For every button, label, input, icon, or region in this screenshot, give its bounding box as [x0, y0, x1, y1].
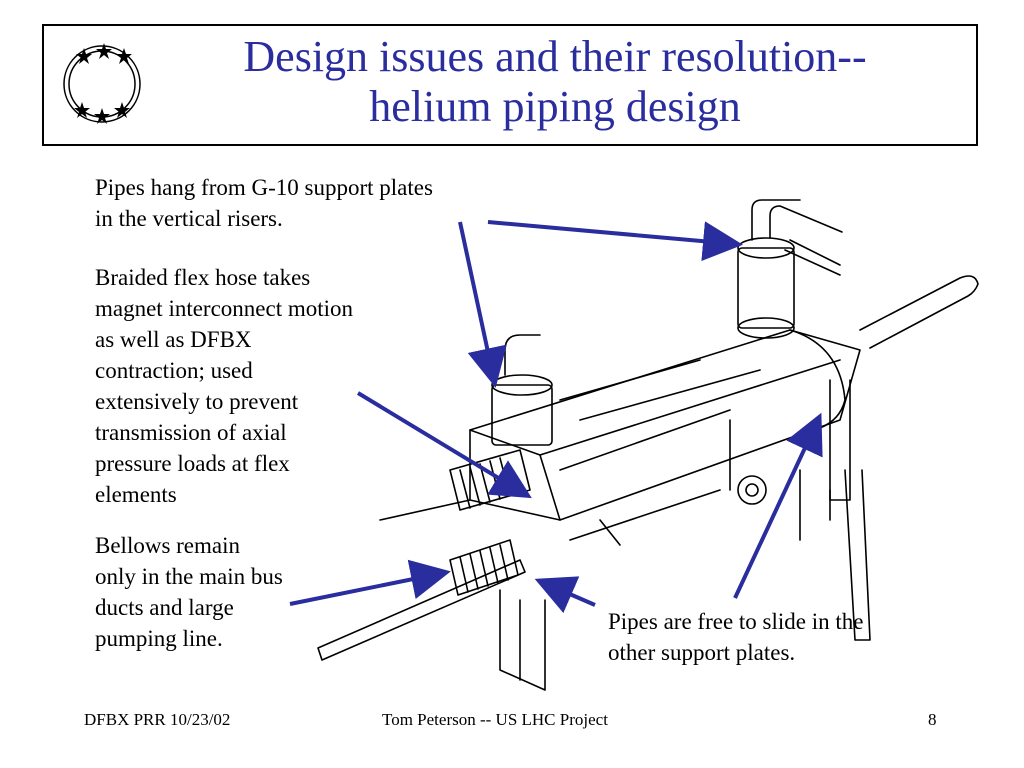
note-line: Pipes hang from G-10 support plates — [95, 175, 433, 200]
note-flex-hose: Braided flex hose takes magnet interconn… — [95, 262, 353, 510]
note-line: contraction; used — [95, 358, 253, 383]
note-line: as well as DFBX — [95, 327, 252, 352]
note-line: other support plates. — [608, 640, 796, 665]
note-slide-free: Pipes are free to slide in the other sup… — [608, 606, 863, 668]
note-line: magnet interconnect motion — [95, 296, 354, 321]
note-line: Bellows remain — [95, 533, 240, 558]
note-support-plates: Pipes hang from G-10 support plates in t… — [95, 172, 433, 234]
arrow-to-flex-hose — [356, 391, 532, 499]
footer-date: DFBX PRR 10/23/02 — [84, 710, 231, 729]
title-line-1: Design issues and their resolution-- — [243, 32, 867, 81]
note-bellows: Bellows remain only in the main bus duct… — [95, 530, 283, 654]
note-line: Braided flex hose takes — [95, 265, 311, 290]
note-line: pressure loads at flex — [95, 451, 290, 476]
note-line: Pipes are free to slide in the — [608, 609, 864, 634]
title-box: Design issues and their resolution-- hel… — [42, 24, 978, 146]
footer-author: Tom Peterson -- US LHC Project — [382, 710, 608, 729]
note-line: extensively to prevent — [95, 389, 299, 414]
arrow-to-right-riser — [487, 220, 743, 262]
note-line: only in the main bus — [95, 564, 283, 589]
note-line: pumping line. — [95, 626, 223, 651]
slide-title: Design issues and their resolution-- hel… — [154, 32, 956, 132]
lhc-logo — [63, 43, 141, 124]
arrow-to-bellows — [289, 559, 451, 606]
arrow-to-right-plate — [733, 412, 823, 599]
note-line: transmission of axial — [95, 420, 287, 445]
note-line: in the vertical risers. — [95, 206, 283, 231]
title-line-2: helium piping design — [369, 82, 741, 131]
arrow-to-bottom-plate — [534, 576, 596, 614]
note-line: elements — [95, 482, 177, 507]
arrow-to-left-riser — [458, 221, 507, 388]
page-number: 8 — [928, 710, 937, 729]
note-line: ducts and large — [95, 595, 234, 620]
